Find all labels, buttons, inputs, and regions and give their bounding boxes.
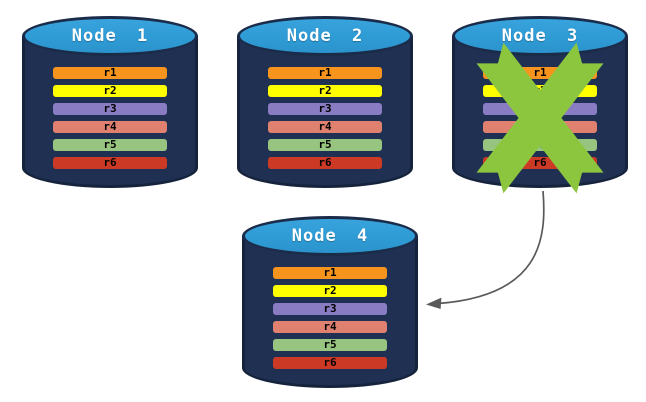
node-3-cylinder: Node 3 r1 r2 r3 r4 r5 r6: [452, 16, 628, 188]
cylinder-lid: Node 4: [242, 216, 418, 256]
record-bar-r6: r6: [273, 357, 387, 369]
record-bar-r5: r5: [53, 139, 167, 151]
record-bar-r4: r4: [273, 321, 387, 333]
record-stack: r1 r2 r3 r4 r5 r6: [483, 67, 597, 175]
record-bar-r5: r5: [273, 339, 387, 351]
cylinder-lid: Node 3: [452, 16, 628, 56]
node-4-cylinder: Node 4 r1 r2 r3 r4 r5 r6: [242, 216, 418, 388]
record-stack: r1 r2 r3 r4 r5 r6: [273, 267, 387, 375]
record-stack: r1 r2 r3 r4 r5 r6: [53, 67, 167, 175]
record-bar-r5: r5: [268, 139, 382, 151]
node-title: Node 3: [501, 26, 579, 46]
record-bar-r1: r1: [483, 67, 597, 79]
record-bar-r4: r4: [53, 121, 167, 133]
record-bar-r6: r6: [53, 157, 167, 169]
record-bar-r4: r4: [483, 121, 597, 133]
node-title: Node 2: [286, 26, 364, 46]
record-bar-r2: r2: [483, 85, 597, 97]
cylinder-lid: Node 2: [237, 16, 413, 56]
record-bar-r4: r4: [268, 121, 382, 133]
record-bar-r1: r1: [53, 67, 167, 79]
record-bar-r5: r5: [483, 139, 597, 151]
record-bar-r2: r2: [268, 85, 382, 97]
failover-arrow-line: [437, 190, 545, 305]
node-2-cylinder: Node 2 r1 r2 r3 r4 r5 r6: [237, 16, 413, 188]
node-1-cylinder: Node 1 r1 r2 r3 r4 r5 r6: [22, 16, 198, 188]
record-bar-r6: r6: [483, 157, 597, 169]
record-bar-r3: r3: [273, 303, 387, 315]
record-bar-r6: r6: [268, 157, 382, 169]
record-bar-r2: r2: [53, 85, 167, 97]
cylinder-lid: Node 1: [22, 16, 198, 56]
record-bar-r3: r3: [483, 103, 597, 115]
record-bar-r3: r3: [268, 103, 382, 115]
failover-arrow-head: [426, 297, 442, 309]
record-bar-r2: r2: [273, 285, 387, 297]
record-bar-r3: r3: [53, 103, 167, 115]
record-bar-r1: r1: [268, 67, 382, 79]
record-bar-r1: r1: [273, 267, 387, 279]
node-title: Node 4: [291, 226, 369, 246]
record-stack: r1 r2 r3 r4 r5 r6: [268, 67, 382, 175]
node-title: Node 1: [71, 26, 149, 46]
